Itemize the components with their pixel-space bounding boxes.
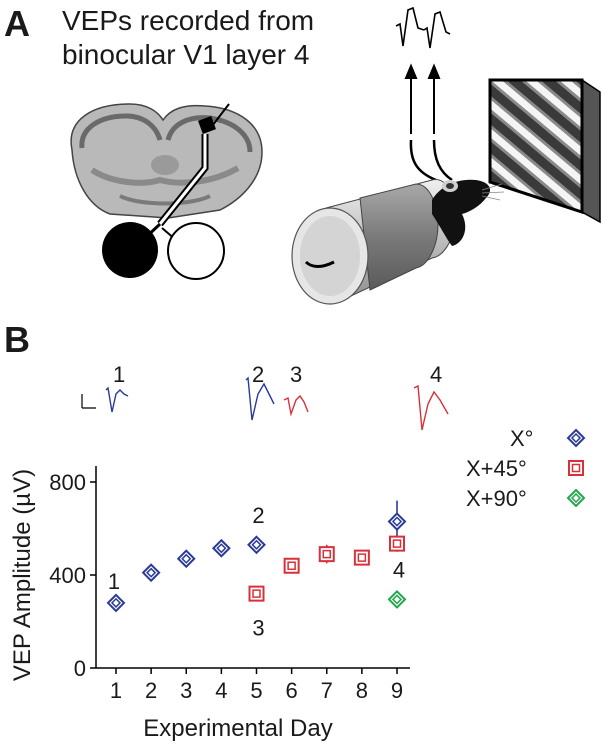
recorded-vep-traces [395,6,451,49]
signal-arrows [404,63,453,182]
panel-a-letter: A [4,3,30,44]
data-point-inner [392,539,402,548]
y-axis-label: VEP Amplitude (µV) [9,469,36,681]
legend-label-x45: X+45° [466,456,527,481]
x-tick-label: 9 [391,678,403,703]
data-point [248,585,265,602]
x-tick-label: 4 [215,678,227,703]
legend-marker-inner [570,432,582,444]
trace-label-3: 3 [290,362,303,387]
data-point-inner [391,594,403,605]
data-point [318,546,335,563]
panel-a-title-line1: VEPs recorded from [62,5,315,36]
x-tick-label: 5 [250,678,262,703]
example-vep-traces [81,376,449,431]
data-point [283,557,300,574]
panel-b-letter: B [4,319,30,360]
data-point-inner [252,589,261,598]
legend-marker [566,428,586,448]
mouse-tube-illustration [291,179,505,305]
legend-marker [566,488,586,508]
data-point-inner [391,516,403,527]
data-point [247,535,266,555]
grating-monitor-illustration [488,78,601,224]
data-point-inner [181,553,192,564]
point-annotation: 2 [252,503,264,528]
x-tick-label: 7 [321,678,333,703]
data-point-inner [110,597,122,608]
data-point [106,593,126,613]
legend-marker-inner [571,463,581,473]
trace-label-1: 1 [113,362,126,387]
x-tick-label: 2 [145,678,157,703]
legend-label-x90: X+90° [466,486,527,511]
data-point [176,549,196,569]
trace-label-4: 4 [430,362,443,387]
data-point [353,549,370,566]
trace-label-2: 2 [252,362,265,387]
x-tick-label: 1 [110,678,122,703]
legend-marker [568,460,584,476]
data-point [387,589,407,609]
legend-marker-inner [570,492,582,504]
x-axis-label: Experimental Day [143,715,332,742]
data-point [141,563,161,583]
legend-label-x: X° [510,426,534,451]
data-point-inner [146,567,157,578]
data-point [211,538,231,558]
brain-section-illustration [70,103,263,280]
y-tick-label: 0 [74,656,86,681]
y-tick-label: 800 [49,470,86,495]
data-point-inner [287,561,296,570]
data-point [387,512,407,531]
data-point [389,535,405,552]
data-point-inner [216,543,227,554]
point-annotation: 3 [252,616,264,641]
x-tick-label: 8 [356,678,368,703]
data-point-inner [357,553,367,562]
x-tick-label: 6 [286,678,298,703]
scale-bar [81,394,96,409]
x-tick-label: 3 [180,678,192,703]
point-annotation: 4 [393,557,405,582]
panel-a-title-line2: binocular V1 layer 4 [62,39,310,70]
y-tick-label: 400 [49,563,86,588]
data-point-inner [251,539,262,550]
point-annotation: 1 [108,569,120,594]
data-point-inner [322,549,331,559]
